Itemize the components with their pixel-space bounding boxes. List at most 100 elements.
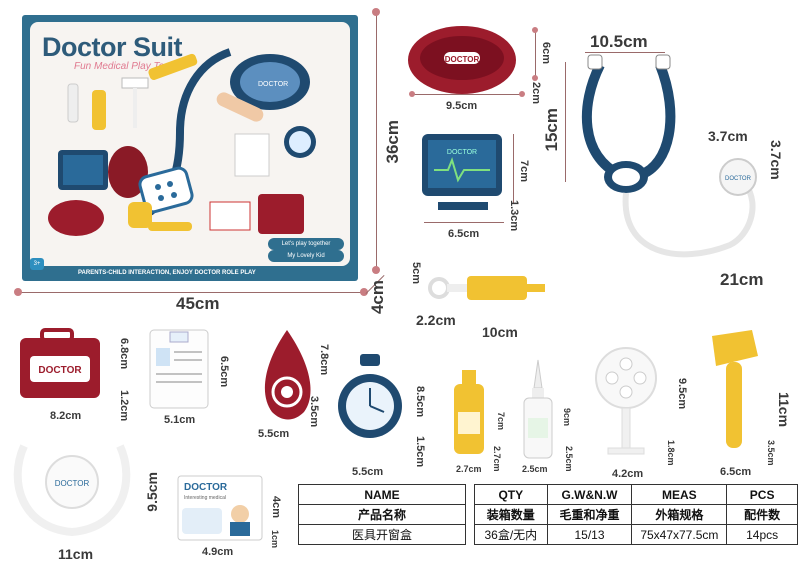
head-mirror bbox=[595, 347, 657, 455]
headband-label: DOCTOR bbox=[55, 479, 90, 488]
dropper-bottle bbox=[523, 359, 553, 459]
kit-label: DOCTOR bbox=[38, 365, 82, 376]
bottle-depth-label: 2.7cm bbox=[492, 446, 502, 472]
dropper-width-label: 2.5cm bbox=[522, 464, 548, 474]
bottle-width-label: 2.7cm bbox=[456, 464, 482, 474]
stethoscope: DOCTOR bbox=[581, 54, 757, 258]
meas-header-en: MEAS bbox=[631, 484, 728, 505]
box-tag-top: Let's play together bbox=[268, 238, 344, 250]
badge-width-label: 5.1cm bbox=[164, 414, 196, 426]
hammer-width-label: 6.5cm bbox=[720, 466, 752, 478]
stetho-height-line bbox=[565, 62, 566, 182]
bottle-height-label: 7cm bbox=[496, 412, 506, 431]
basin-label: DOCTOR bbox=[445, 55, 480, 64]
dot bbox=[519, 91, 525, 97]
card-depth-label: 1cm bbox=[270, 530, 280, 549]
dot bbox=[532, 75, 538, 81]
headband-height-label: 9.5cm bbox=[144, 472, 160, 512]
box-width-line bbox=[18, 292, 364, 293]
pcs-header-en: PCS bbox=[726, 484, 798, 505]
bulb-height-label: 7.8cm bbox=[318, 344, 330, 376]
headband-width-label: 11cm bbox=[58, 546, 94, 562]
doctor-card: DOCTOR Interesting medical bbox=[177, 475, 263, 541]
box-height-line bbox=[376, 12, 377, 270]
pcs-header-cn: 配件数 bbox=[726, 504, 798, 525]
stethoscope-head-label: DOCTOR bbox=[725, 176, 752, 182]
weight-header-en: G.W&N.W bbox=[546, 484, 633, 505]
pocket-watch bbox=[338, 354, 402, 438]
dot bbox=[372, 266, 380, 274]
stetho-width-line bbox=[585, 52, 665, 53]
spec-table: QTY G.W&N.W MEAS PCS 装箱数量 毛重和净重 外箱规格 配件数… bbox=[474, 484, 798, 545]
card-subtitle: Interesting medical bbox=[184, 495, 226, 501]
box-depth-label: 4cm bbox=[368, 280, 387, 315]
monitor-label: DOCTOR bbox=[447, 149, 477, 156]
medical-kit: DOCTOR bbox=[20, 328, 100, 398]
hammer-height-label: 11cm bbox=[776, 392, 792, 428]
dropper-height-label: 9cm bbox=[562, 408, 572, 427]
box-contents-illustration: DOCTOR bbox=[48, 48, 316, 236]
medicine-bottle bbox=[454, 370, 484, 454]
stetho-head-width-label: 3.7cm bbox=[708, 128, 748, 144]
kit-depth-label: 1.2cm bbox=[118, 390, 130, 422]
box-height-label: 36cm bbox=[383, 120, 402, 164]
brand-tagline: Fun Medical Play Toys bbox=[74, 61, 175, 72]
qty-value: 36盒/无内 bbox=[474, 524, 548, 545]
bulb-width-label: 5.5cm bbox=[258, 428, 290, 440]
dot bbox=[372, 8, 380, 16]
basin-width-label: 9.5cm bbox=[446, 100, 478, 112]
kidney-basin: DOCTOR bbox=[408, 26, 516, 94]
mirror-depth-label: 1.8cm bbox=[666, 440, 676, 466]
id-badge bbox=[149, 329, 209, 409]
name-table: NAME 产品名称 医具开窗盒 bbox=[298, 484, 466, 545]
dot bbox=[532, 27, 538, 33]
meas-value: 75x47x77.5cm bbox=[631, 524, 728, 545]
watch-width-label: 5.5cm bbox=[352, 466, 384, 478]
card-height-label: 4cm bbox=[270, 496, 282, 519]
stetho-height-label: 15cm bbox=[542, 108, 561, 152]
card-width-label: 4.9cm bbox=[202, 546, 234, 558]
dot bbox=[14, 288, 22, 296]
syringe-width-label: 10cm bbox=[482, 324, 518, 340]
kit-height-label: 6.8cm bbox=[118, 338, 130, 370]
headband: DOCTOR bbox=[13, 444, 131, 537]
monitor-height-label: 7cm bbox=[518, 160, 530, 183]
box-width-label: 45cm bbox=[176, 294, 220, 313]
watch-height-label: 8.5cm bbox=[414, 386, 426, 418]
stetho-width-label: 10.5cm bbox=[590, 32, 648, 51]
monitor-width-label: 6.5cm bbox=[448, 228, 480, 240]
dot bbox=[409, 91, 415, 97]
watch-depth-label: 1.5cm bbox=[414, 436, 426, 468]
heart-monitor: DOCTOR bbox=[422, 134, 502, 210]
mirror-height-label: 9.5cm bbox=[676, 378, 688, 410]
basin-depth-label: 2cm bbox=[530, 82, 542, 105]
card-title: DOCTOR bbox=[184, 482, 228, 493]
name-header-en: NAME bbox=[298, 484, 466, 505]
qty-header-en: QTY bbox=[474, 484, 548, 505]
hammer-depth-label: 3.5cm bbox=[766, 440, 776, 466]
box-tag-bottom: My Lovely Kid bbox=[268, 250, 344, 262]
syringe-height-label: 5cm bbox=[410, 262, 422, 285]
bulb-depth-label: 3.5cm bbox=[308, 396, 320, 428]
svg-text:DOCTOR: DOCTOR bbox=[258, 81, 288, 88]
meas-header-cn: 外箱规格 bbox=[631, 504, 728, 525]
syringe-depth-label: 2.2cm bbox=[416, 312, 456, 328]
name-value: 医具开窗盒 bbox=[298, 524, 466, 545]
qty-header-cn: 装箱数量 bbox=[474, 504, 548, 525]
pcs-value: 14pcs bbox=[726, 524, 798, 545]
dropper-depth-label: 2.5cm bbox=[564, 446, 574, 472]
pump-bulb bbox=[264, 330, 311, 420]
name-header-cn: 产品名称 bbox=[298, 504, 466, 525]
dot bbox=[360, 288, 368, 296]
monitor-depth-label: 1.3cm bbox=[508, 200, 520, 232]
box-caption: PARENTS-CHILD INTERACTION, ENJOY DOCTOR … bbox=[78, 270, 256, 276]
monitor-height-line bbox=[513, 134, 514, 204]
reflex-hammer bbox=[712, 330, 758, 448]
basin-height-line bbox=[535, 30, 536, 78]
badge-height-label: 6.5cm bbox=[218, 356, 230, 388]
brand-title: Doctor Suit bbox=[42, 32, 183, 62]
kit-width-label: 8.2cm bbox=[50, 410, 82, 422]
weight-value: 15/13 bbox=[546, 524, 633, 545]
syringe bbox=[428, 276, 545, 300]
monitor-width-line bbox=[424, 222, 504, 223]
